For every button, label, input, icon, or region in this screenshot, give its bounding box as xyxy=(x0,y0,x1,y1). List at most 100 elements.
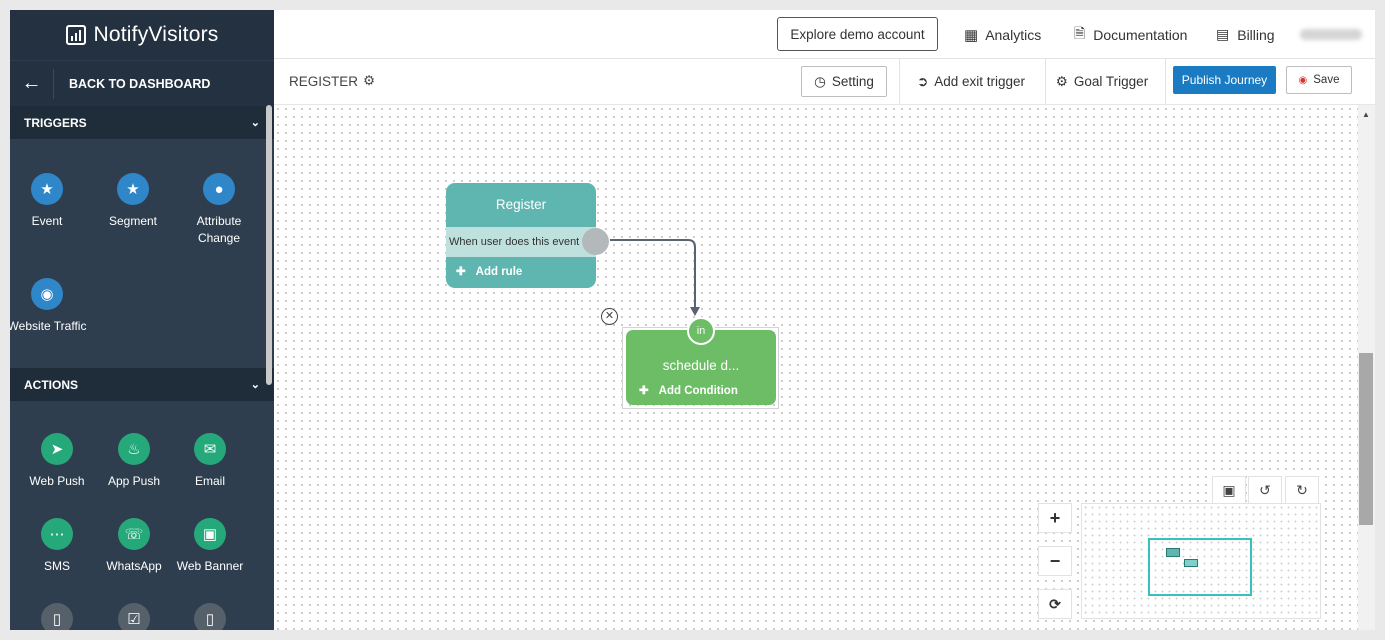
envelope-icon: ✉ xyxy=(194,433,226,465)
user-account-menu[interactable] xyxy=(1300,29,1362,40)
action-app-push[interactable]: ♨ App Push xyxy=(94,433,174,490)
setting-button[interactable]: ◷ Setting xyxy=(801,66,887,97)
input-port-badge[interactable]: in xyxy=(687,317,715,345)
redo-icon[interactable]: ↻ xyxy=(1285,476,1319,504)
tile-label: Event xyxy=(31,214,63,228)
reset-zoom-button[interactable]: ⟳ xyxy=(1038,589,1072,619)
mobile-icon: ▯ xyxy=(194,603,226,630)
trigger-website-traffic[interactable]: ◉ Website Traffic xyxy=(10,278,87,335)
actions-label: ACTIONS xyxy=(24,377,78,392)
register-trigger-node[interactable]: Register When user does this event ✚ Add … xyxy=(446,183,609,288)
credit-card-icon: ▤ xyxy=(1216,26,1230,42)
add-condition-label: Add Condition xyxy=(658,385,738,397)
goal-trigger-button[interactable]: ⚙ Goal Trigger xyxy=(1052,66,1152,97)
output-port[interactable] xyxy=(582,228,609,255)
plus-icon: ✚ xyxy=(639,385,649,397)
back-label: BACK TO DASHBOARD xyxy=(69,76,211,91)
nav-billing[interactable]: ▤ Billing xyxy=(1216,10,1275,59)
star-icon: ★ xyxy=(31,173,63,205)
action-web-push[interactable]: ➤ Web Push xyxy=(17,433,97,490)
bell-icon: ♨ xyxy=(118,433,150,465)
journey-toolbar: REGISTER ⚙ ◷ Setting ➲ Add exit trigger … xyxy=(274,59,1375,105)
document-icon: 🗎 xyxy=(1074,24,1086,41)
tile-label: App Push xyxy=(107,474,161,488)
chevron-down-icon: ⌄ xyxy=(250,117,260,129)
grid-icon: ▦ xyxy=(964,26,978,44)
user-icon: ● xyxy=(203,173,235,205)
zoom-in-button[interactable]: + xyxy=(1038,503,1072,533)
publish-journey-button[interactable]: Publish Journey xyxy=(1173,66,1276,94)
gear-icon: ⚙ xyxy=(1055,73,1068,89)
brand-name: NotifyVisitors xyxy=(93,23,219,46)
clock-icon: ◷ xyxy=(814,73,826,89)
tile-label: Web Push xyxy=(29,474,85,488)
explore-demo-button[interactable]: Explore demo account xyxy=(777,17,938,51)
brand-logo[interactable]: NotifyVisitors xyxy=(10,10,274,60)
plus-icon: ✚ xyxy=(456,266,466,278)
nav-documentation[interactable]: 🗎 Documentation xyxy=(1074,10,1187,59)
action-whatsapp[interactable]: ☏ WhatsApp xyxy=(94,518,174,575)
trigger-attribute-change[interactable]: ● Attribute Change xyxy=(179,173,259,247)
gear-icon[interactable]: ⚙ xyxy=(363,73,376,88)
journey-title[interactable]: REGISTER ⚙ xyxy=(289,73,375,89)
triggers-palette: ★ Event ★ Segment ● Attribute Change ◉ W… xyxy=(10,139,274,368)
scrollbar-thumb[interactable] xyxy=(1359,353,1373,525)
back-to-dashboard[interactable]: ← BACK TO DASHBOARD xyxy=(10,60,274,106)
image-icon: ▣ xyxy=(194,518,226,550)
save-label: Save xyxy=(1313,74,1340,86)
exit-icon: ➲ xyxy=(916,73,929,89)
triggers-section-header[interactable]: TRIGGERS ⌄ xyxy=(10,106,274,139)
node-title: Register xyxy=(495,197,547,212)
node-rule[interactable]: When user does this event xyxy=(446,227,596,257)
analytics-logo-icon xyxy=(65,25,86,45)
canvas-scrollbar[interactable]: ▲ xyxy=(1358,105,1375,630)
minimap[interactable] xyxy=(1081,503,1321,619)
actions-section-header[interactable]: ACTIONS ⌄ xyxy=(10,368,274,401)
save-button[interactable]: ◉ Save xyxy=(1286,66,1352,94)
undo-icon[interactable]: ↺ xyxy=(1248,476,1282,504)
close-icon[interactable]: ✕ xyxy=(601,308,618,325)
tile-label: Segment xyxy=(108,214,158,228)
tile-label: Web Banner xyxy=(176,559,244,573)
action-more-2[interactable]: ☑ xyxy=(94,603,174,630)
nav-analytics[interactable]: ▦ Analytics xyxy=(964,10,1041,59)
minimap-viewport[interactable] xyxy=(1148,538,1252,596)
action-web-banner[interactable]: ▣ Web Banner xyxy=(170,518,250,575)
connector-line xyxy=(610,239,700,316)
globe-icon: ◉ xyxy=(31,278,63,310)
app-frame: NotifyVisitors ← BACK TO DASHBOARD TRIGG… xyxy=(10,10,1375,630)
camera-icon[interactable]: ▣ xyxy=(1212,476,1246,504)
nav-documentation-label: Documentation xyxy=(1093,26,1188,43)
goal-trigger-label: Goal Trigger xyxy=(1073,74,1149,89)
journey-name: REGISTER xyxy=(289,73,359,89)
tile-label: Email xyxy=(194,474,225,488)
trigger-event[interactable]: ★ Event xyxy=(10,173,87,230)
action-email[interactable]: ✉ Email xyxy=(170,433,250,490)
arrow-left-icon[interactable]: ← xyxy=(10,68,54,99)
top-navigation: Explore demo account ▦ Analytics 🗎 Docum… xyxy=(274,10,1375,59)
setting-label: Setting xyxy=(831,74,874,89)
mobile-icon: ▯ xyxy=(41,603,73,630)
star-icon: ★ xyxy=(117,173,149,205)
triggers-label: TRIGGERS xyxy=(24,115,87,130)
add-exit-trigger-button[interactable]: ➲ Add exit trigger xyxy=(907,66,1035,97)
tile-label: SMS xyxy=(43,559,70,573)
action-sms[interactable]: ⋯ SMS xyxy=(17,518,97,575)
checkbox-icon: ☑ xyxy=(118,603,150,630)
scroll-up-icon[interactable]: ▲ xyxy=(1362,110,1370,119)
journey-canvas[interactable]: Register When user does this event ✚ Add … xyxy=(274,105,1358,630)
zoom-out-button[interactable]: − xyxy=(1038,546,1072,576)
add-rule-label: Add rule xyxy=(475,266,523,278)
sidebar-scrollbar[interactable] xyxy=(266,105,272,385)
action-more-3[interactable]: ▯ xyxy=(170,603,250,630)
tile-label: Attribute Change xyxy=(196,214,242,245)
minimap-node xyxy=(1184,559,1198,567)
minimap-node xyxy=(1166,548,1180,557)
add-condition-button[interactable]: ✚ Add Condition xyxy=(626,373,776,397)
actions-palette: ➤ Web Push ♨ App Push ✉ Email ⋯ SMS ☏ Wh… xyxy=(10,401,274,630)
tile-label: WhatsApp xyxy=(106,559,162,573)
sidebar: NotifyVisitors ← BACK TO DASHBOARD TRIGG… xyxy=(10,10,274,630)
add-rule-button[interactable]: ✚ Add rule xyxy=(446,257,596,288)
trigger-segment[interactable]: ★ Segment xyxy=(93,173,173,230)
action-more-1[interactable]: ▯ xyxy=(17,603,97,630)
